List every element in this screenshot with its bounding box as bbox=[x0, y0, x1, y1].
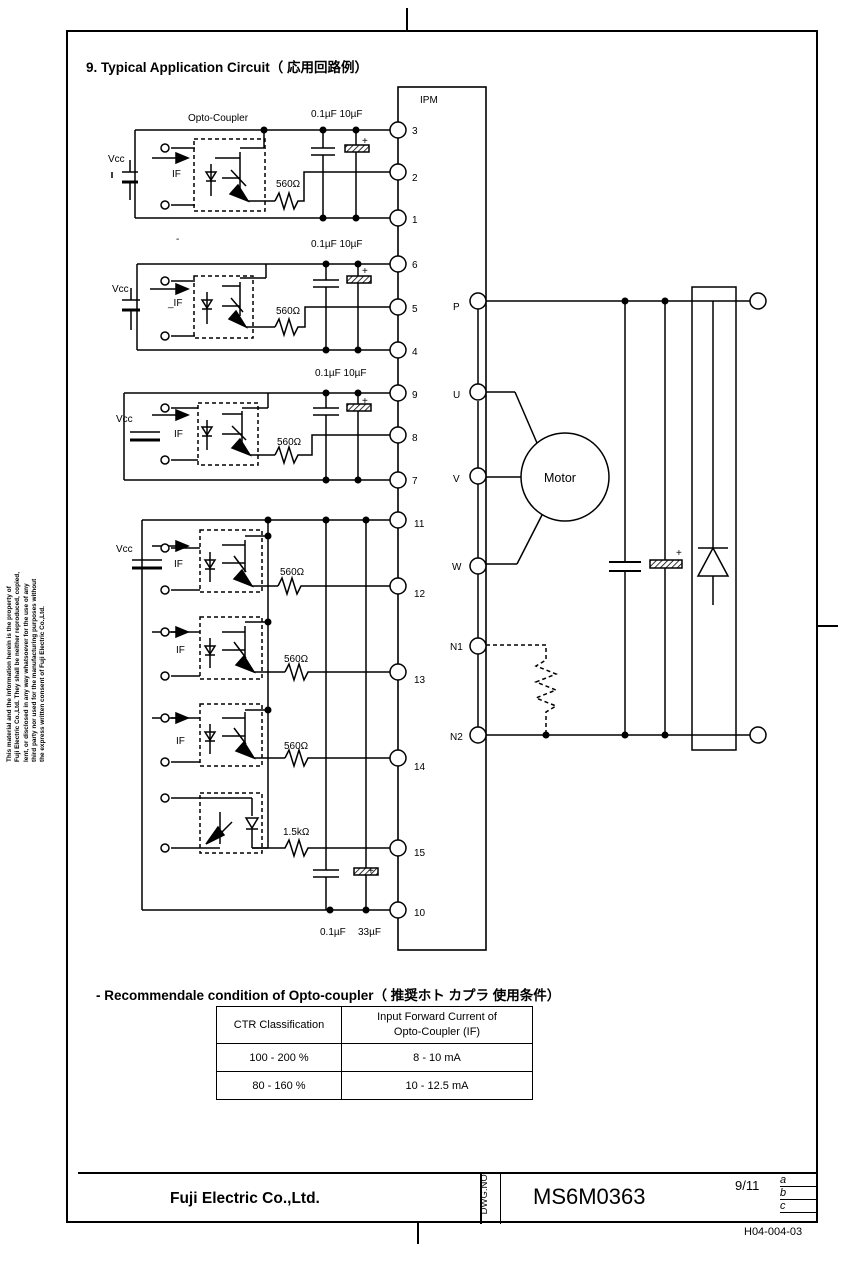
diode-symbol bbox=[696, 546, 730, 577]
power-pin-label: P bbox=[453, 302, 460, 313]
pin-label: 4 bbox=[412, 347, 418, 358]
pin-label: 15 bbox=[414, 848, 426, 859]
vcc-4: Vcc bbox=[116, 544, 133, 555]
power-pin-label: U bbox=[453, 390, 460, 401]
cell-ctr: 100 - 200 % bbox=[216, 1043, 342, 1072]
rev-mark: c bbox=[780, 1200, 816, 1213]
rectifier-module bbox=[691, 286, 737, 751]
if-4: IF bbox=[174, 559, 183, 570]
r-label-2: 560Ω bbox=[276, 306, 301, 317]
pin-label: 8 bbox=[412, 433, 418, 444]
if-3: IF bbox=[174, 429, 183, 440]
cap2-electrolytic bbox=[649, 559, 683, 569]
rev-mark: b bbox=[780, 1187, 816, 1200]
company-name: Fuji Electric Co.,Ltd. bbox=[170, 1190, 320, 1207]
page-number: 9/11 bbox=[735, 1178, 760, 1193]
header-current-line1: Input Forward Current of bbox=[377, 1011, 497, 1023]
motor-lead-w2 bbox=[516, 514, 543, 565]
r-label-3: 560Ω bbox=[277, 437, 302, 448]
section-title: 9. Typical Application Circuit（ 応用回路例） bbox=[86, 60, 369, 75]
plus-5: + bbox=[676, 548, 682, 559]
frame-tick-right bbox=[816, 625, 838, 627]
ipm-label: IPM bbox=[420, 95, 438, 106]
pin-label: 7 bbox=[412, 476, 418, 487]
r-label-5: 560Ω bbox=[284, 654, 309, 665]
cell-ctr: 80 - 160 % bbox=[216, 1071, 342, 1100]
rev-mark: a bbox=[780, 1174, 816, 1187]
table-header-row: CTR Classification Input Forward Current… bbox=[216, 1006, 533, 1044]
cell-current: 10 - 12.5 mA bbox=[341, 1071, 533, 1100]
table-row: 80 - 160 % 10 - 12.5 mA bbox=[216, 1071, 533, 1100]
vcc-1: Vcc bbox=[108, 154, 125, 165]
title-block: Fuji Electric Co.,Ltd. DWG.NO. MS6M0363 … bbox=[78, 1172, 816, 1224]
plus-2: + bbox=[362, 266, 368, 277]
power-pin-label: N1 bbox=[450, 642, 463, 653]
cell-current: 8 - 10 mA bbox=[341, 1043, 533, 1072]
pin-label: 14 bbox=[414, 762, 426, 773]
plus-3: + bbox=[362, 396, 368, 407]
drawing-frame bbox=[66, 30, 818, 1223]
pin-label: 6 bbox=[412, 260, 418, 271]
pin-label: 13 bbox=[414, 675, 426, 686]
cap-label-2: 0.1µF 10µF bbox=[311, 239, 363, 250]
cap-large-label: 33µF bbox=[358, 927, 381, 938]
r-label-1: 560Ω bbox=[276, 179, 301, 190]
header-current: Input Forward Current of Opto-Coupler (I… bbox=[341, 1006, 533, 1044]
if-2: _IF bbox=[167, 298, 182, 309]
if-6: IF bbox=[176, 736, 185, 747]
power-pin-label: V bbox=[453, 474, 460, 485]
header-ctr: CTR Classification bbox=[216, 1006, 342, 1044]
pin-label: 3 bbox=[412, 126, 418, 137]
form-number: H04-004-03 bbox=[744, 1226, 803, 1238]
plus-4: + bbox=[368, 866, 374, 877]
revision-marks: a b c bbox=[774, 1174, 816, 1224]
vcc-3: Vcc bbox=[116, 414, 133, 425]
dash-mark: - bbox=[176, 234, 179, 245]
pin-label: 5 bbox=[412, 304, 418, 315]
pin-label: 2 bbox=[412, 173, 418, 184]
cap-small-label: 0.1µF bbox=[320, 927, 346, 938]
plus-1: + bbox=[362, 136, 368, 147]
recommend-title: - Recommendale condition of Opto-coupler… bbox=[96, 988, 561, 1003]
shunt-resistor bbox=[486, 644, 559, 735]
if-5: IF bbox=[176, 645, 185, 656]
pin-label: 10 bbox=[414, 908, 426, 919]
r-label-4: 560Ω bbox=[280, 567, 305, 578]
opto-condition-table: CTR Classification Input Forward Current… bbox=[216, 1006, 533, 1100]
motor-label: Motor bbox=[544, 471, 576, 485]
pin-label: 12 bbox=[414, 589, 426, 600]
motor-lead-u2 bbox=[514, 391, 538, 444]
power-pin-label: N2 bbox=[450, 732, 463, 743]
dwg-label: DWG.NO. bbox=[479, 1171, 490, 1215]
title-block-divider bbox=[480, 1174, 482, 1224]
cap-label-3: 0.1µF 10µF bbox=[315, 368, 367, 379]
r-label-7: 1.5kΩ bbox=[283, 827, 310, 838]
if-1: IF bbox=[172, 169, 181, 180]
vcc-2: Vcc bbox=[112, 284, 129, 295]
r-label-6: 560Ω bbox=[284, 741, 309, 752]
opto-label: Opto-Coupler bbox=[188, 113, 249, 124]
pin-label: 9 bbox=[412, 390, 418, 401]
power-pin-label: W bbox=[452, 562, 462, 573]
drawing-number: MS6M0363 bbox=[533, 1184, 646, 1209]
pin-label: 1 bbox=[412, 215, 418, 226]
title-block-divider bbox=[500, 1174, 501, 1224]
table-row: 100 - 200 % 8 - 10 mA bbox=[216, 1043, 533, 1072]
header-current-line2: Opto-Coupler (IF) bbox=[393, 1026, 481, 1038]
frame-tick-top bbox=[406, 8, 408, 32]
pin-label: 11 bbox=[414, 519, 425, 530]
frame-tick-bottom bbox=[417, 1222, 419, 1244]
cap-label-1: 0.1µF 10µF bbox=[311, 109, 363, 120]
